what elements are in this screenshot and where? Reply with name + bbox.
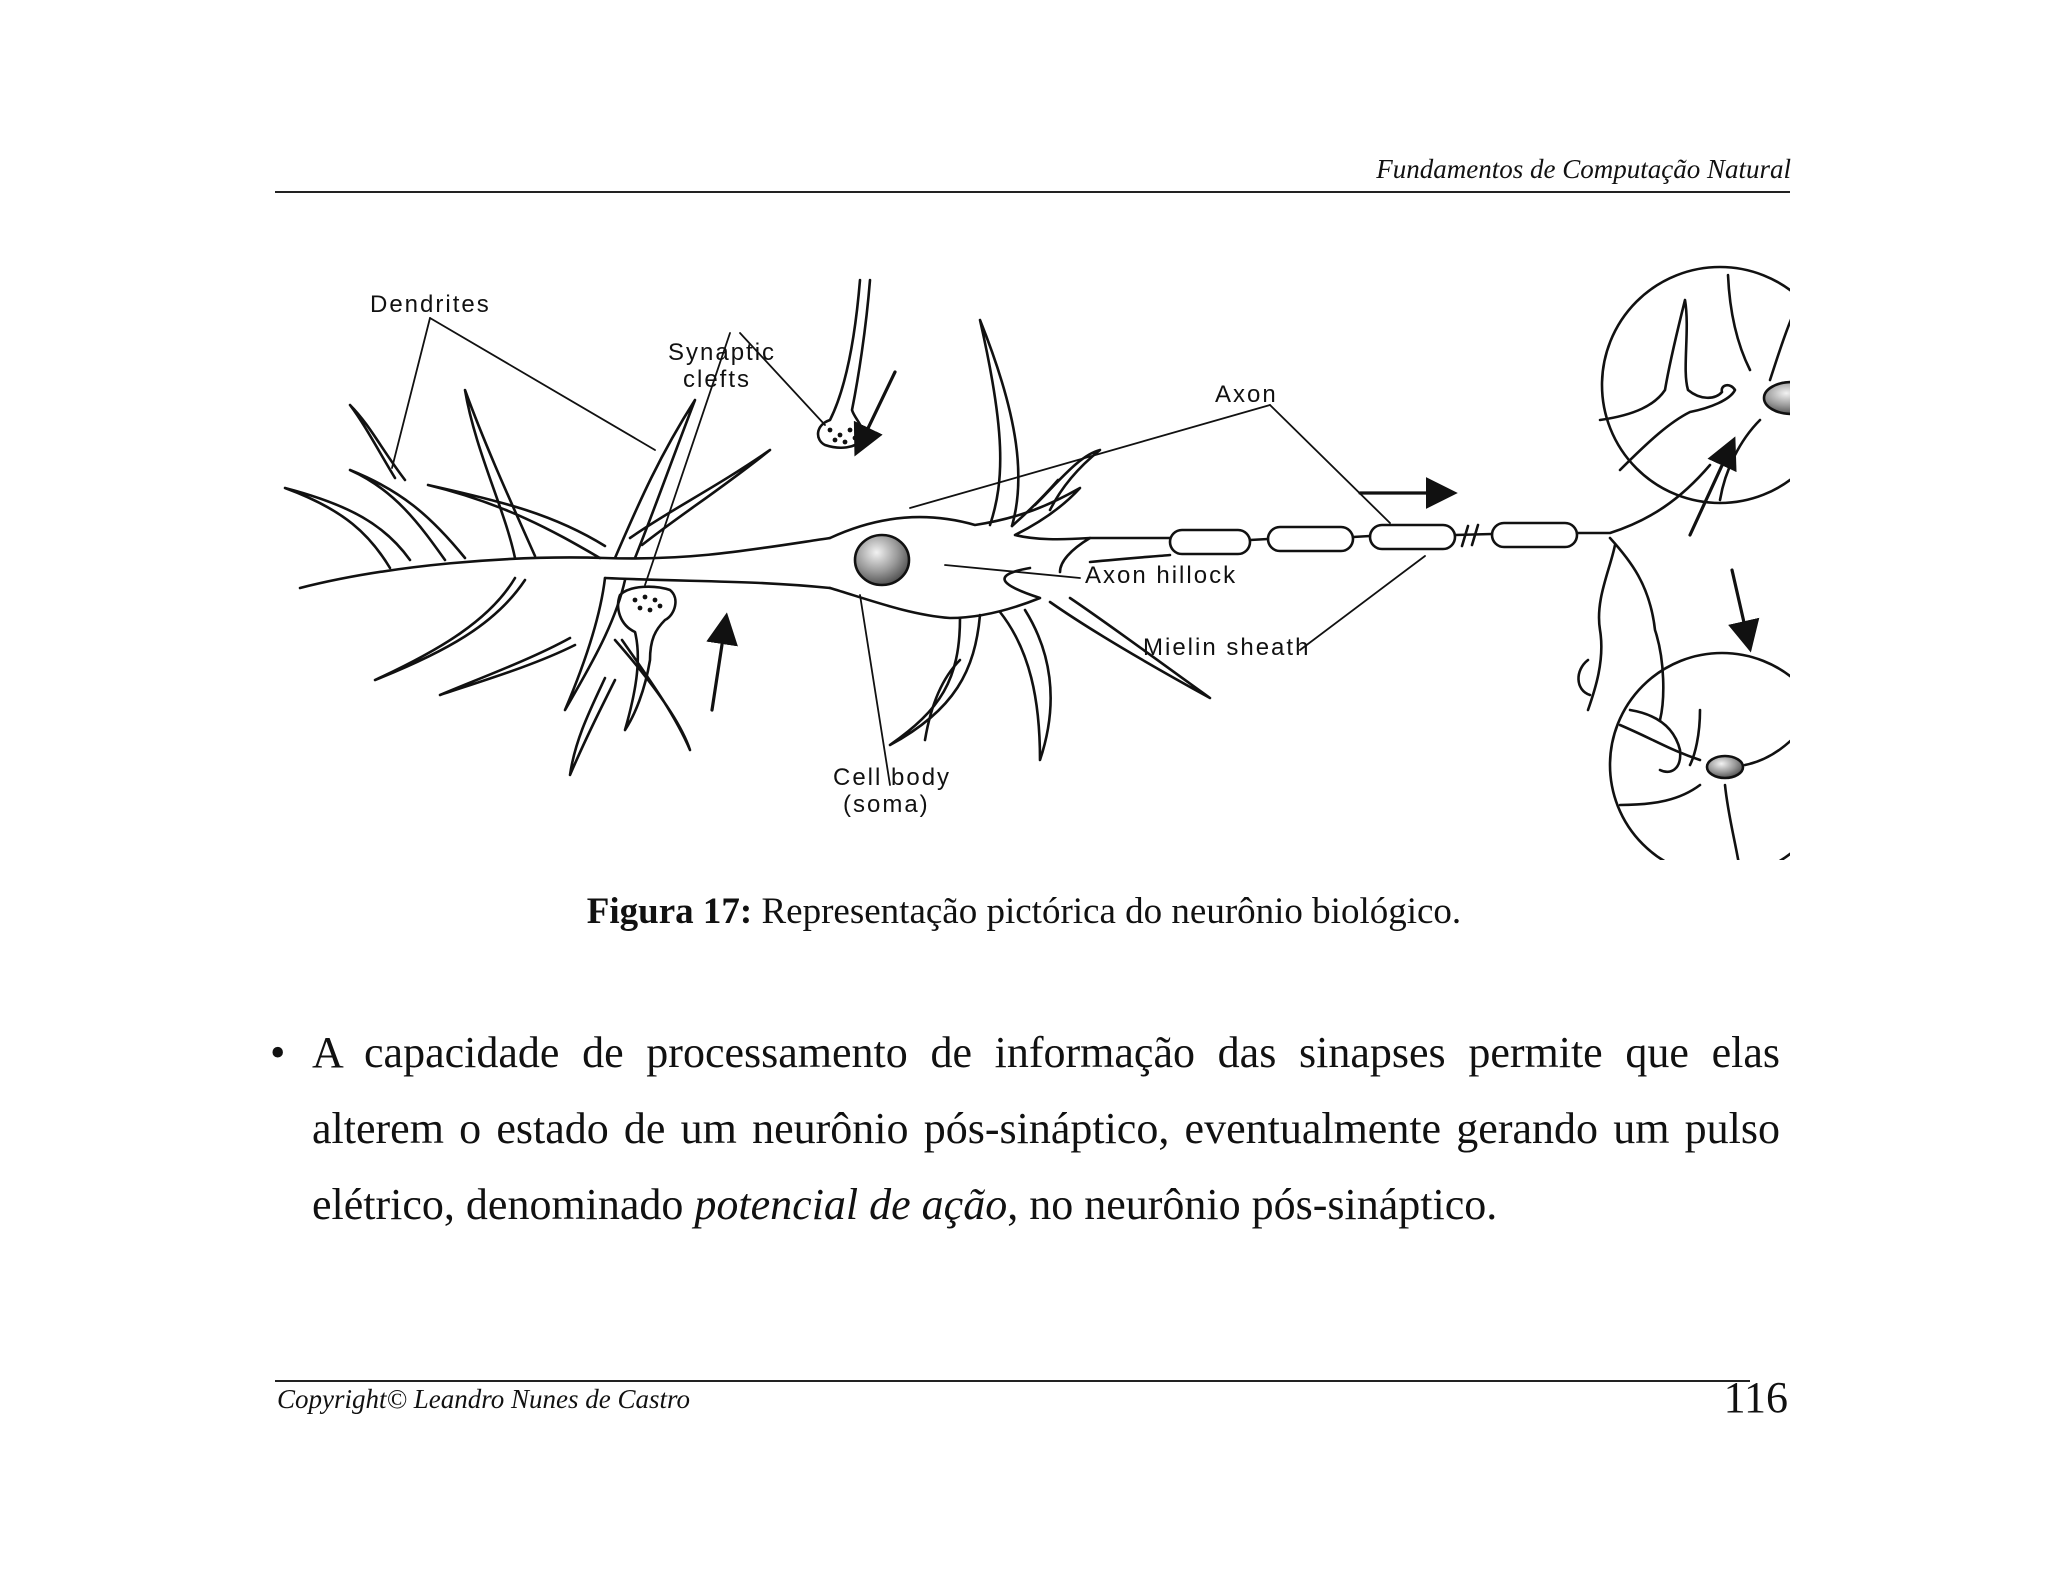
soma-dendrite-down-1 xyxy=(888,613,982,747)
leader-axon-2 xyxy=(1269,404,1391,524)
myelin-segment-2 xyxy=(1266,525,1355,553)
axon-terminal-branch-1 xyxy=(1608,536,1665,722)
bullet-text-emphasis: potencial de ação xyxy=(694,1180,1008,1229)
label-cell-body-line2: (soma) xyxy=(843,791,930,818)
soma-dendrite-up-1 xyxy=(978,318,1020,528)
axon-break-mark xyxy=(1460,523,1480,548)
arrow-top-inset xyxy=(1688,436,1737,537)
axon-link-1 xyxy=(1248,532,1494,542)
axon-terminal-main xyxy=(1575,463,1712,535)
arrow-lower-synapse xyxy=(706,612,738,712)
inset-top-nucleus xyxy=(1762,380,1790,416)
leader-dendrites-2 xyxy=(429,317,656,451)
myelin-segment-4 xyxy=(1490,521,1579,549)
header-rule xyxy=(275,191,1790,193)
dendrite-branch-9 xyxy=(438,636,577,697)
arrow-bottom-inset xyxy=(1728,568,1760,653)
label-dendrites: Dendrites xyxy=(370,291,491,318)
inset-top-axon xyxy=(1598,298,1737,472)
inset-bottom-cell xyxy=(1618,723,1790,860)
leader-mielin xyxy=(1299,555,1426,651)
arrow-upper-synapse xyxy=(853,370,897,457)
dendrite-branch-4 xyxy=(463,388,537,560)
soma-outline-lower xyxy=(828,566,1042,620)
dendrite-branch-10 xyxy=(568,676,617,777)
soma-dendrite-down-2 xyxy=(998,608,1052,762)
dendrite-branch-7 xyxy=(628,448,772,547)
bullet-text-main: A capacidade de processamento de informa… xyxy=(312,1028,1780,1229)
label-axon-hillock: Axon hillock xyxy=(1085,562,1237,589)
dendrite-trunk-lower xyxy=(603,576,832,590)
synaptic-bulb-lower xyxy=(616,585,677,732)
bullet-text: A capacidade de processamento de informa… xyxy=(312,1015,1780,1243)
dendrite-branch-3 xyxy=(348,403,407,482)
dendrite-trunk-upper xyxy=(298,536,832,590)
label-cell-body-line1: Cell body xyxy=(833,764,951,791)
page-number: 116 xyxy=(1723,1373,1788,1422)
axon-hillock-shape xyxy=(1088,536,1172,564)
inset-bottom-axon xyxy=(1628,708,1702,774)
label-synaptic-line2: clefts xyxy=(683,366,751,393)
soma-dendrite-down-3 xyxy=(1048,596,1212,700)
label-axon: Axon xyxy=(1215,381,1278,408)
synapse-inset-bottom xyxy=(1608,651,1790,860)
leader-axon-1 xyxy=(909,404,1271,509)
axon-terminal-branch-2 xyxy=(1586,543,1617,712)
dendrite-branch-11 xyxy=(613,638,692,752)
neuron-diagram: Dendrites Synaptic clefts Axon Axon hill… xyxy=(283,265,1790,860)
myelin-segment-3 xyxy=(1368,523,1457,551)
caption-text: Representação pictórica do neurônio biol… xyxy=(752,891,1462,932)
figure-caption: Figura 17: Representação pictórica do ne… xyxy=(0,890,2048,933)
neuron-figure: Dendrites Synaptic clefts Axon Axon hill… xyxy=(270,240,1790,860)
dendrite-branch-2 xyxy=(348,468,467,562)
soma-dendrite-down-4 xyxy=(923,658,962,742)
caption-label: Figura 17: xyxy=(586,891,753,932)
bullet-paragraph: • A capacidade de processamento de infor… xyxy=(270,1015,1780,1243)
footer-copyright: Copyright© Leandro Nunes de Castro xyxy=(277,1384,691,1414)
synaptic-bulb-upper xyxy=(816,278,872,450)
inset-top-cell-1 xyxy=(1718,273,1790,502)
myelin-segment-1 xyxy=(1168,528,1252,556)
dendrite-branch-6 xyxy=(613,398,697,560)
leader-cell-body xyxy=(859,594,891,786)
label-synaptic-line1: Synaptic xyxy=(668,339,776,366)
dendrite-branch-1 xyxy=(283,486,412,570)
leader-synaptic-1 xyxy=(644,332,731,586)
footer-rule xyxy=(275,1380,1750,1382)
dendrite-branch-5 xyxy=(426,483,607,560)
bullet-text-end: , no neurônio pós-sináptico. xyxy=(1007,1180,1498,1229)
inset-bottom-nucleus xyxy=(1705,754,1745,780)
dendrite-branch-8 xyxy=(563,576,627,712)
dendrite-branch-12 xyxy=(373,576,527,682)
soma-nucleus xyxy=(853,533,911,587)
axon-terminal-branch-3 xyxy=(1577,658,1592,697)
leader-hillock xyxy=(944,564,1081,579)
page-header-title: Fundamentos de Computação Natural xyxy=(1376,154,1791,184)
soma-dendrite-up-3 xyxy=(1010,478,1060,528)
synapse-inset-top xyxy=(1600,265,1790,505)
leader-dendrites-1 xyxy=(391,317,431,469)
leader-synaptic-2 xyxy=(739,332,826,426)
label-mielin-sheath: Mielin sheath xyxy=(1143,634,1310,661)
bullet-symbol: • xyxy=(270,1028,286,1077)
